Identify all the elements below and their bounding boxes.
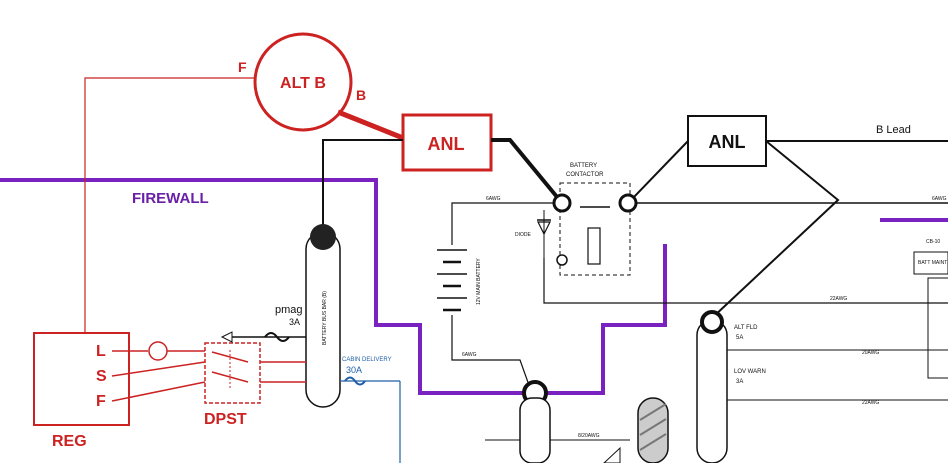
hatched-component xyxy=(637,397,669,463)
alt-b-terminal: B xyxy=(356,87,366,103)
dpst-blade-1 xyxy=(211,351,249,363)
right-edge-panel xyxy=(927,277,948,379)
bottom-triangle xyxy=(603,446,621,463)
firewall-line xyxy=(0,178,667,395)
anl-red-label: ANL xyxy=(428,134,465,154)
gauge-top-label: 6AWG xyxy=(486,196,501,202)
right-edge-box xyxy=(913,251,948,275)
alternator-label: ALT B xyxy=(280,75,326,92)
anl-black-to-bus-wire xyxy=(711,140,840,319)
right-edge-label-b: BATT MAINT xyxy=(918,260,947,266)
contactor-lower-wire xyxy=(543,258,948,304)
contactor-coil xyxy=(587,227,601,265)
reg-s-wire xyxy=(111,361,206,377)
reg-terminal-l: L xyxy=(96,343,106,360)
main-bus-label: BATTERY BUS BAR (B) xyxy=(322,291,328,345)
anl-red-box xyxy=(401,113,493,172)
lov-warn-label: LOV WARN xyxy=(734,369,766,375)
contactor-label-1: BATTERY xyxy=(570,163,597,169)
pmag-rating: 3A xyxy=(289,317,300,327)
hatch-3 xyxy=(639,433,667,451)
reg-field-wire xyxy=(84,77,258,332)
battery-top-wire xyxy=(451,202,562,245)
anl-to-bus-wire xyxy=(322,139,403,228)
anl-to-contactor-wire xyxy=(491,138,564,205)
right-gauge-b: 22AWG xyxy=(862,400,879,406)
hatch-2 xyxy=(639,418,667,436)
contactor-label-2: CONTACTOR xyxy=(566,172,604,178)
gauge-right-top-label: 6AWG xyxy=(932,196,947,202)
right-gauge-a: 20AWG xyxy=(862,350,879,356)
anl-black-to-contactor xyxy=(632,140,689,199)
bottom-bus-body xyxy=(519,397,551,463)
lov-warn-rating: 3A xyxy=(736,379,743,385)
dpst-blade-2 xyxy=(211,371,249,383)
regulator-box xyxy=(33,332,130,426)
pmag-label: pmag xyxy=(275,304,303,316)
gauge-lower-left-label: 6AWG xyxy=(462,352,477,358)
gauge-right-mid-label: 22AWG xyxy=(830,296,847,302)
right-edge-label-a: CB-10 xyxy=(926,239,940,245)
alt-f-terminal: F xyxy=(238,59,247,75)
dpst-label: DPST xyxy=(204,411,247,428)
contactor-stud-left xyxy=(552,193,572,213)
cabin-breaker-label: CABIN DELIVERY xyxy=(342,357,392,363)
alt-fld-rating: 5A xyxy=(736,335,743,341)
right-bus-stud xyxy=(700,310,724,334)
firewall-label: FIREWALL xyxy=(132,190,209,207)
anl-black-label: ANL xyxy=(709,132,746,152)
alt-fld-label: ALT FLD xyxy=(734,325,758,331)
main-bus-top-stud xyxy=(310,224,336,250)
cabin-breaker-symbol xyxy=(344,376,366,386)
battery-label: 12V MAIN BATTERY xyxy=(476,258,482,305)
pmag-arrow xyxy=(220,331,233,343)
right-bus-body xyxy=(696,319,728,463)
regulator-label: REG xyxy=(52,433,87,450)
gauge-lower-mid-label: 8/20AWG xyxy=(578,433,600,439)
cabin-breaker-rating: 30A xyxy=(346,365,362,375)
contactor-box xyxy=(559,182,631,276)
reg-fuse xyxy=(148,341,168,361)
hatch-1 xyxy=(639,403,667,421)
pmag-breaker-symbol xyxy=(264,332,290,342)
reg-terminal-s: S xyxy=(96,368,107,385)
diode-label: DIODE xyxy=(515,232,532,238)
reg-f-wire xyxy=(111,381,206,402)
battery-ground-wire xyxy=(451,315,531,389)
alternator-circle xyxy=(253,32,353,132)
contactor-stud-lower xyxy=(556,254,568,266)
reg-terminal-f: F xyxy=(96,393,106,410)
b-lead-label: B Lead xyxy=(876,124,911,136)
alt-b-lead xyxy=(337,109,404,141)
